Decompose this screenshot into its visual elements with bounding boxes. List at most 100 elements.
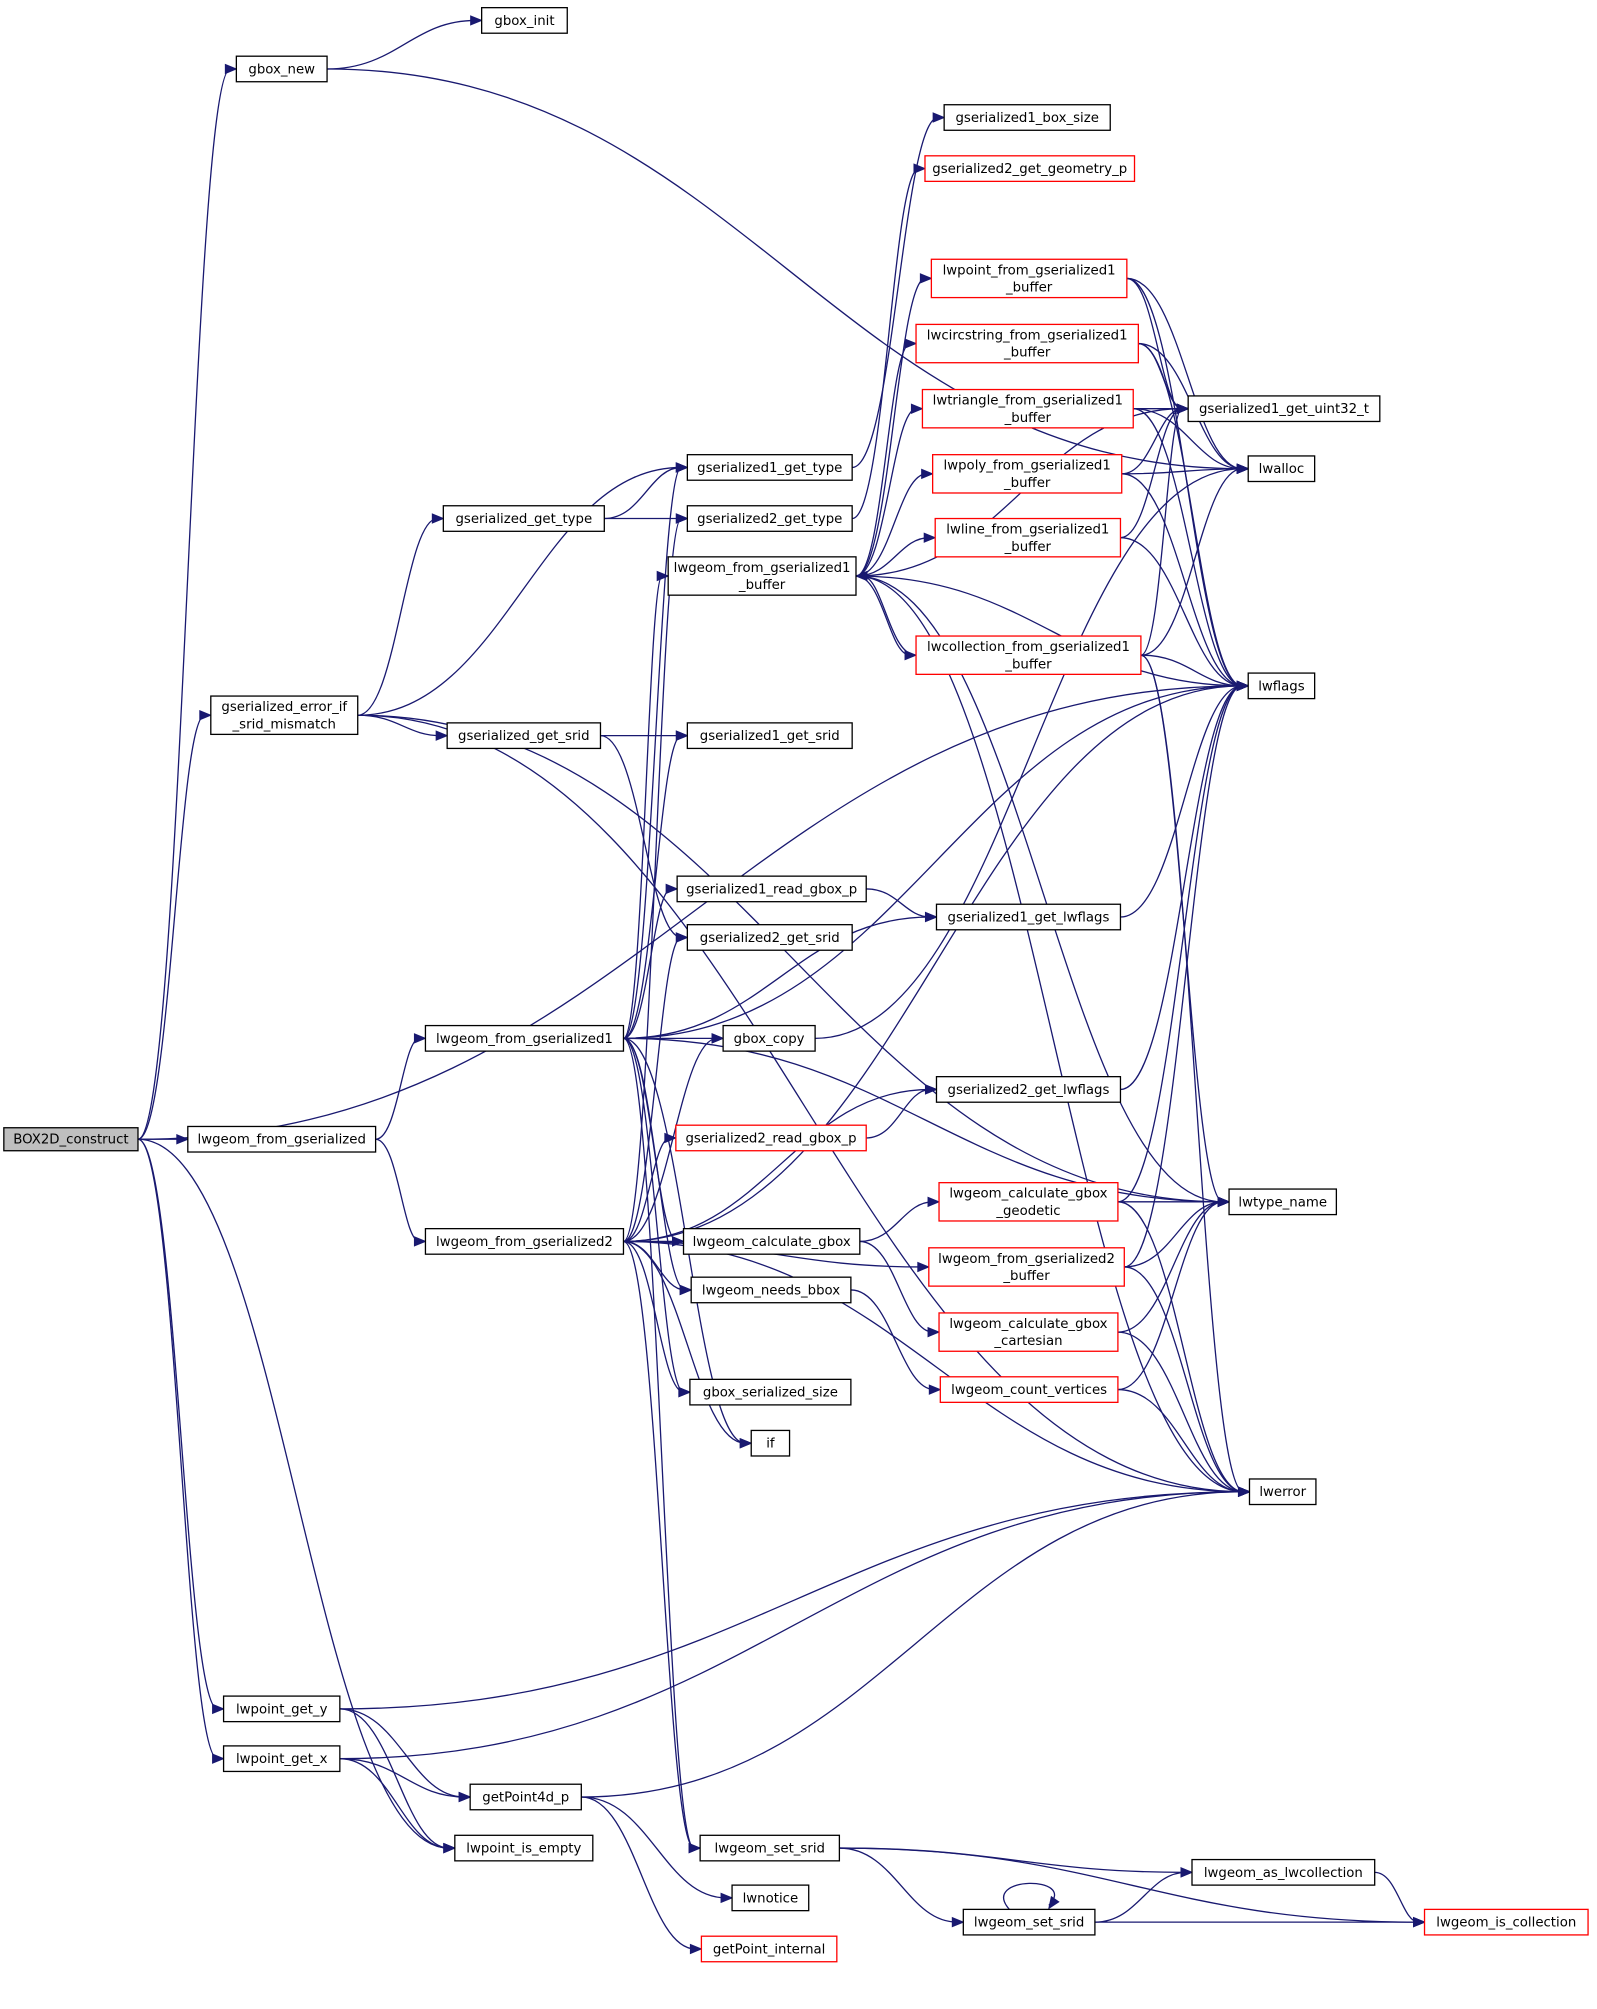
node-lwgeom-calculate-gbox[interactable]: lwgeom_calculate_gbox [682,1227,861,1255]
node-label: BOX2D_construct [13,1133,128,1148]
node-box [928,1247,1125,1287]
edge-lwgeom-from-gserialized2-to-gserialized2-get-lwflags [623,1084,938,1243]
node-lwtype-name[interactable]: lwtype_name [1228,1188,1338,1216]
node-label: gserialized1_read_gbox_p [686,882,857,897]
edge-lwgeom-from-gserialized1-to-gserialized1-read-gbox-p [623,883,679,1039]
node-gserialized1-get-srid[interactable]: gserialized1_get_srid [686,722,853,750]
node-gserialized1-get-lwflags[interactable]: gserialized1_get_lwflags [935,903,1122,931]
node-box [469,1783,582,1811]
node-getpoint-internal[interactable]: getPoint_internal [700,1935,838,1963]
arrowhead [913,163,927,174]
node-gserialized-get-srid[interactable]: gserialized_get_srid [446,722,602,750]
edge-lwgeom-from-gserialized2-to-lwflags [623,680,1250,1243]
node-lwpoint-from-gserialized1-buffer[interactable]: lwpoint_from_gserialized1_buffer [930,258,1128,299]
arrowhead [176,1133,190,1145]
arrowhead [917,1261,931,1273]
node-lwpoint-get-y[interactable]: lwpoint_get_y [222,1695,341,1723]
node-gbox-new[interactable]: gbox_new [235,55,328,83]
node-lwcircstring-from-gserialized1-buffer[interactable]: lwcircstring_from_gserialized1_buffer [915,323,1139,364]
node-gserialized-error-if-srid-mismatch[interactable]: gserialized_error_if_srid_mismatch [210,695,359,736]
node-lwgeom-needs-bbox[interactable]: lwgeom_needs_bbox [690,1276,852,1304]
edge-box2d-construct-to-lwpoint-get-y [137,1138,225,1715]
node-gbox-copy[interactable]: gbox_copy [722,1024,816,1052]
node-box [934,517,1122,558]
node-lwerror[interactable]: lwerror [1248,1478,1317,1506]
node-gserialized2-get-type[interactable]: gserialized2_get_type [686,505,853,532]
edge-lwgeom-from-gserialized1-to-lwtype-name [623,1037,1231,1208]
node-gserialized2-get-srid[interactable]: gserialized2_get_srid [686,924,853,951]
node-lwflags[interactable]: lwflags [1247,672,1316,700]
node-lwgeom-calculate-gbox-cartesian[interactable]: lwgeom_calculate_gbox_cartesian [938,1312,1119,1352]
arrowhead [431,513,445,524]
arrowhead [458,1791,472,1803]
node-label: gserialized_get_srid [458,729,590,744]
node-box [731,1884,810,1912]
node-gserialized1-box-size[interactable]: gserialized1_box_size [943,104,1111,131]
arrowhead [928,1384,942,1395]
edge-lwpoint-get-x-to-lwerror [339,1486,1251,1760]
node-label: lwgeom_count_vertices [951,1383,1107,1398]
edge-lwpoint-get-y-to-getpoint4d-p [339,1708,472,1803]
edge-lwgeom-calculate-gbox-geodetic-to-lwerror [1117,1201,1251,1497]
node-gserialized-get-type[interactable]: gserialized_get_type [442,505,605,532]
node-lwgeom-calculate-gbox-geodetic[interactable]: lwgeom_calculate_gbox_geodetic [938,1182,1119,1222]
node-box2d-construct[interactable]: BOX2D_construct [3,1127,139,1152]
edge-lwcollection-from-gserialized1-buffer-to-lwflags [1140,654,1250,692]
arrowhead [443,1842,457,1854]
arrowhead [656,570,670,582]
node-lwgeom-from-gserialized1[interactable]: lwgeom_from_gserialized1 [424,1024,625,1052]
node-lwpoly-from-gserialized1-buffer[interactable]: lwpoly_from_gserialized1_buffer [931,454,1123,494]
node-getpoint4d-p[interactable]: getPoint4d_p [469,1783,582,1811]
node-lwgeom-is-collection[interactable]: lwgeom_is_collection [1423,1908,1589,1936]
node-label: _buffer [1004,540,1052,555]
edge-lwpoint-from-gserialized1-buffer-to-lwalloc [1126,277,1250,474]
node-label: gserialized2_get_lwflags [948,1083,1110,1098]
node-lwalloc[interactable]: lwalloc [1247,455,1316,483]
node-lwline-from-gserialized1-buffer[interactable]: lwline_from_gserialized1 _buffer [934,517,1122,558]
node-label: _buffer [1003,346,1051,361]
edge-lwgeom-count-vertices-to-lwtype-name [1117,1196,1231,1391]
node-box [935,1076,1122,1103]
node-gserialized2-get-geometry-p[interactable]: gserialized2_get_geometry_p [924,155,1136,183]
node-gbox-init[interactable]: gbox_init [481,7,568,34]
node-if[interactable]: if [750,1429,791,1457]
node-gserialized2-read-gbox-p[interactable]: gserialized2_read_gbox_p [675,1124,867,1152]
node-lwgeom-count-vertices[interactable]: lwgeom_count_vertices [939,1376,1119,1403]
node-gserialized1-get-uint32-t[interactable]: gserialized1_get_uint32_t [1187,395,1381,423]
node-label: lwnotice [743,1891,799,1906]
node-label: lwline_from_gserialized1 [946,523,1109,538]
node-box [210,695,359,736]
edge-lwgeom-from-gserialized1-buffer-to-lwtriangle-from-gserialized1-buffer [855,403,924,577]
node-label: lwalloc [1259,462,1305,477]
node-lwnotice[interactable]: lwnotice [731,1884,810,1912]
node-lwgeom-set-srid-2[interactable]: lwgeom_set_srid [962,1908,1096,1936]
node-box [686,722,853,750]
node-lwtriangle-from-gserialized1-buffer[interactable]: lwtriangle_from_gserialized1_buffer [921,388,1134,429]
node-lwgeom-from-gserialized2-buffer[interactable]: lwgeom_from_gserialized2_buffer [928,1247,1125,1287]
arrowhead [212,1703,225,1715]
node-gbox-serialized-size[interactable]: gbox_serialized_size [689,1378,852,1406]
node-lwgeom-from-gserialized1-buffer[interactable]: lwgeom_from_gserialized1_buffer [667,556,857,596]
edge-lwgeom-from-gserialized1-to-gserialized1-get-lwflags [623,911,938,1039]
node-gserialized1-get-type[interactable]: gserialized1_get_type [686,454,853,481]
edge-lwpoint-get-y-to-lwerror [339,1486,1251,1710]
node-lwpoint-get-x[interactable]: lwpoint_get_x [222,1745,341,1773]
node-gserialized1-read-gbox-p[interactable]: gserialized1_read_gbox_p [676,875,867,903]
node-gserialized2-get-lwflags[interactable]: gserialized2_get_lwflags [935,1076,1122,1103]
node-lwcollection-from-gserialized1-buffer[interactable]: lwcollection_from_gserialized1_buffer [915,635,1142,675]
node-lwpoint-is-empty[interactable]: lwpoint_is_empty [454,1834,594,1862]
node-lwgeom-from-gserialized2[interactable]: lwgeom_from_gserialized2 [424,1227,625,1255]
edge-lwgeom-set-srid-1-to-lwgeom-as-lwcollection [839,1847,1194,1878]
arrowhead [927,1326,941,1338]
node-label: lwgeom_calculate_gbox [949,1317,1107,1332]
node-lwgeom-as-lwcollection[interactable]: lwgeom_as_lwcollection [1191,1858,1376,1886]
node-lwgeom-from-gserialized[interactable]: lwgeom_from_gserialized [187,1125,377,1153]
node-box [924,155,1136,183]
node-lwgeom-set-srid-1[interactable]: lwgeom_set_srid [699,1834,841,1862]
arrowhead [904,338,918,349]
arrowhead [924,911,938,923]
node-box [690,1276,852,1304]
arrowhead [413,1033,427,1044]
node-label: lwgeom_calculate_gbox [693,1235,851,1250]
node-label: lwgeom_from_gserialized2 [938,1252,1115,1267]
